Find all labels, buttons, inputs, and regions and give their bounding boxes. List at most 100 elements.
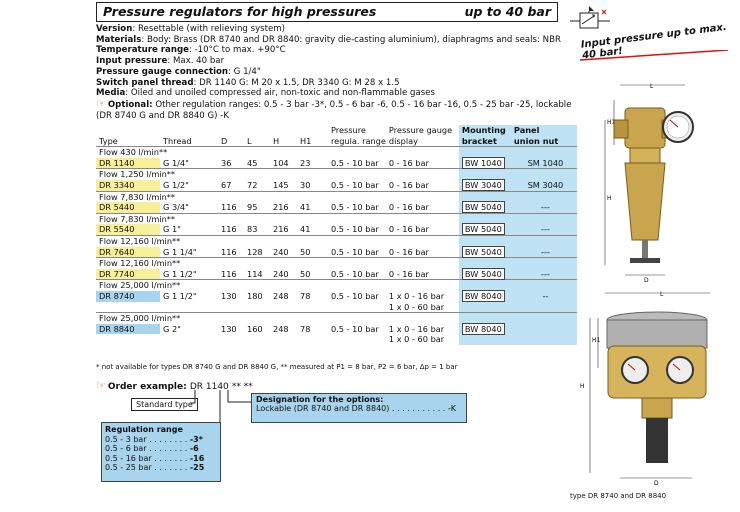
regulator-symbol-icon xyxy=(570,6,610,29)
mount-cell: BW 1040 xyxy=(458,156,511,169)
h-cell: 248 xyxy=(273,323,289,334)
badge-underline xyxy=(580,50,729,61)
h-cell: 145 xyxy=(273,179,289,190)
flow-row: Flow 12,160 l/min** xyxy=(96,257,577,269)
gauge2-cell: 1 x 0 - 60 bar xyxy=(388,301,445,312)
spec-temperature: Temperature range: -10°C to max. +90°C xyxy=(96,45,286,56)
pointing-hand-icon: ☞ xyxy=(96,96,106,110)
dim-h-2: H xyxy=(580,383,585,390)
type-cell: DR 8840 xyxy=(96,323,160,335)
header-type: Type xyxy=(99,135,118,146)
gauge-cell: 0 - 16 bar xyxy=(388,246,429,257)
dim-d: D xyxy=(644,277,649,284)
pressure-limit: up to 40 bar xyxy=(464,4,551,19)
header-d: D xyxy=(221,135,228,146)
regulation-range-box: Regulation range 0.5 - 3 bar . . . . . .… xyxy=(101,422,221,482)
spec-materials: Materials: Body: Brass (DR 8740 and DR 8… xyxy=(96,34,561,45)
range-cell: 0.5 - 10 bar xyxy=(331,157,379,168)
h-cell: 216 xyxy=(273,202,289,213)
d-cell: 116 xyxy=(221,202,237,213)
standard-type-box: Standard type xyxy=(131,398,198,411)
flow-label: Flow 12,160 l/min** xyxy=(96,234,455,247)
flow-label: Flow 25,000 l/min** xyxy=(96,279,455,291)
dim-l-2: L xyxy=(660,291,664,298)
l-cell: 180 xyxy=(247,290,263,301)
flow-row: Flow 25,000 l/min** xyxy=(96,312,577,324)
thread-cell: G 1/4" xyxy=(163,157,189,168)
header-l: L xyxy=(247,135,252,146)
gauge-cell: 1 x 0 - 16 bar xyxy=(388,290,445,301)
dim-h: H xyxy=(607,195,612,202)
h-cell: 104 xyxy=(273,157,289,168)
h1-cell: 78 xyxy=(300,323,311,334)
range-cell: 0.5 - 10 bar xyxy=(331,224,379,235)
h1-cell: 41 xyxy=(300,224,311,235)
l-cell: 72 xyxy=(247,179,258,190)
spec-list: Version: Resettable (with relieving syst… xyxy=(96,24,572,121)
h-cell: 240 xyxy=(273,246,289,257)
h1-cell: 78 xyxy=(300,290,311,301)
d-cell: 67 xyxy=(221,179,232,190)
flow-label: Flow 25,000 l/min** xyxy=(96,312,455,324)
flow-row: Flow 1,250 l/min** xyxy=(96,168,577,180)
type-cell: DR 3340 xyxy=(96,179,160,192)
thread-cell: G 1 1/2" xyxy=(163,290,197,301)
spec-panel-thread: Switch panel thread: DR 1140 G: M 20 x 1… xyxy=(96,77,400,88)
regulator-image-large: L H H1 D xyxy=(580,291,710,487)
thread-cell: G 1/2" xyxy=(163,179,189,190)
gauge-cell: 0 - 16 bar xyxy=(388,224,429,235)
spec-media: Media: Oiled and unoiled compressed air,… xyxy=(96,88,435,99)
gauge-cell: 0 - 16 bar xyxy=(388,179,429,190)
order-stars: ** ** xyxy=(231,382,253,392)
flow-row: Flow 7,830 l/min** xyxy=(96,212,577,225)
header-mount-b: bracket xyxy=(458,135,511,147)
thread-cell: G 1 1/2" xyxy=(163,268,197,279)
range-cell: 0.5 - 10 bar xyxy=(331,246,379,257)
h1-cell: 50 xyxy=(300,246,311,257)
header-mount-a: Mounting xyxy=(458,125,511,136)
flow-row: Flow 430 l/min** xyxy=(96,146,577,158)
thread-cell: G 1" xyxy=(163,224,181,235)
header-bar: Pressure regulators for high pressures u… xyxy=(96,2,558,22)
header-thread: Thread xyxy=(163,135,192,146)
d-cell: 130 xyxy=(221,290,237,301)
page-title: Pressure regulators for high pressures xyxy=(103,4,377,19)
flow-label: Flow 7,830 l/min** xyxy=(96,190,455,203)
panel-cell xyxy=(510,323,577,335)
panel-cell: --- xyxy=(510,202,577,214)
regulator-image-small: L H H1 D xyxy=(604,83,694,284)
d-cell: 116 xyxy=(221,224,237,235)
range-cell: 0.5 - 10 bar xyxy=(331,179,379,190)
mount-cell: BW 3040 xyxy=(458,178,511,192)
type-cell: DR 7740 xyxy=(96,268,160,280)
d-cell: 116 xyxy=(221,268,237,279)
panel-cell: --- xyxy=(510,246,577,258)
table-row-extra: 1 x 0 - 60 bar xyxy=(96,301,577,313)
product-table: Pressure Pressure gauge Mounting Panel T… xyxy=(96,125,577,345)
gauge-cell: 0 - 16 bar xyxy=(388,268,429,279)
l-cell: 83 xyxy=(247,224,258,235)
mount-cell: BW 8040 xyxy=(458,289,511,302)
l-cell: 128 xyxy=(247,246,263,257)
order-code: DR 1140 xyxy=(189,382,229,392)
h1-cell: 30 xyxy=(300,179,311,190)
type-cell: DR 8740 xyxy=(96,290,160,302)
flow-row: Flow 12,160 l/min** xyxy=(96,234,577,247)
panel-cell: -- xyxy=(510,290,577,302)
header-panel-a: Panel xyxy=(510,125,577,136)
gauge-cell: 1 x 0 - 16 bar xyxy=(388,323,445,334)
header-h1: H1 xyxy=(300,135,312,146)
panel-cell: --- xyxy=(510,224,577,236)
l-cell: 114 xyxy=(247,268,263,279)
header-panel-b: union nut xyxy=(510,135,577,147)
l-cell: 95 xyxy=(247,202,258,213)
type-cell: DR 1140 xyxy=(96,157,160,169)
mount-cell: BW 5040 xyxy=(458,201,511,214)
spec-optional: ☞Optional: Other regulation ranges: 0.5 … xyxy=(96,96,572,110)
thread-cell: G 2" xyxy=(163,323,181,334)
range-cell: 0.5 - 10 bar xyxy=(331,323,379,334)
